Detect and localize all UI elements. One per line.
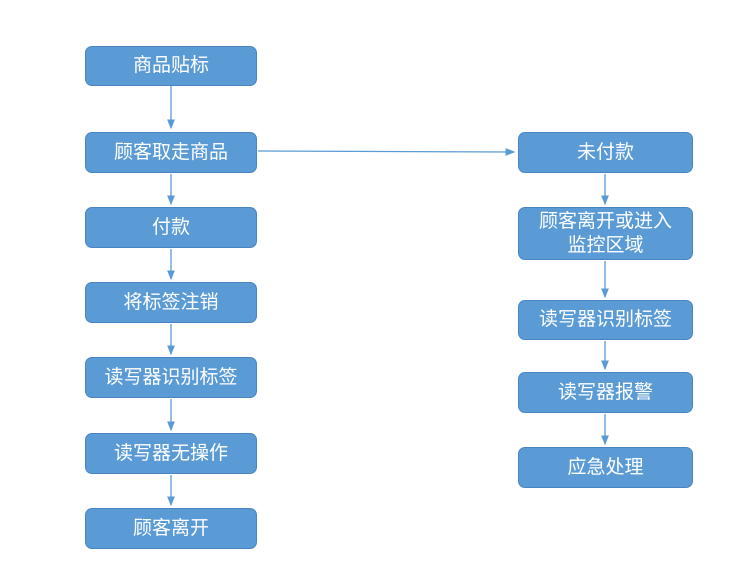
node-deactivate-tag: 将标签注销 [85,282,257,323]
node-unpaid: 未付款 [518,132,693,173]
node-reader-alarm: 读写器报警 [518,372,693,413]
node-reader-no-action: 读写器无操作 [85,433,257,474]
node-customer-leaves: 顾客离开 [85,508,257,549]
node-product-labeling: 商品贴标 [85,46,257,86]
node-customer-leaves-or-enters-monitored-area: 顾客离开或进入监控区域 [518,207,693,260]
node-reader-identifies-tag-right: 读写器识别标签 [518,300,693,340]
node-emergency-handling: 应急处理 [518,447,693,488]
node-customer-takes-item: 顾客取走商品 [85,132,257,173]
node-payment: 付款 [85,207,257,248]
node-reader-identifies-tag: 读写器识别标签 [85,357,257,398]
arrow-branch-unpaid [257,148,516,156]
